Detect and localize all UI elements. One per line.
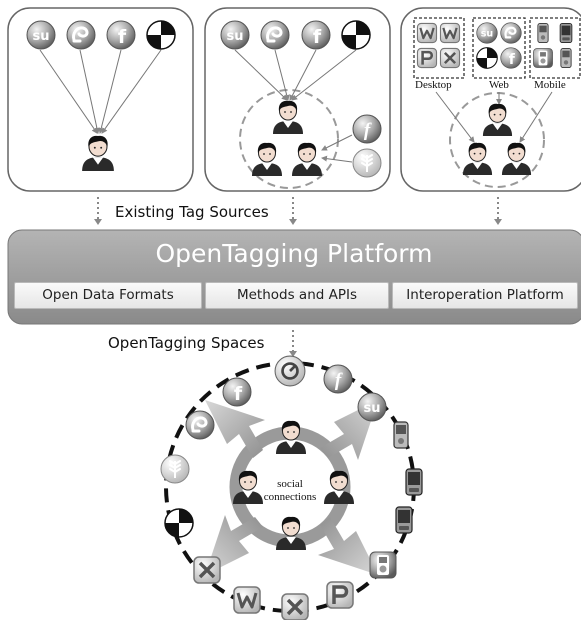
opentagging-spaces-label: OpenTagging Spaces (108, 334, 265, 352)
platform-title: OpenTagging Platform (155, 239, 433, 268)
existing-tag-sources-label: Existing Tag Sources (115, 203, 269, 221)
stumbleupon-icon (476, 22, 498, 44)
platform-cell-data-formats: Open Data Formats (14, 282, 202, 309)
powerpoint-icon (416, 47, 438, 69)
platform-cell-interoperation: Interoperation Platform (392, 282, 578, 309)
word-icon (416, 22, 438, 44)
platform-cell-methods-apis: Methods and APIs (205, 282, 389, 309)
group-circle-2 (239, 89, 339, 189)
wheat-icon (160, 454, 190, 484)
word-icon (439, 22, 461, 44)
word-icon (232, 585, 262, 615)
friendfeed-icon (323, 364, 353, 394)
social-connections-label: social connections (263, 478, 317, 503)
delicious-icon (260, 20, 290, 50)
excel-icon (280, 592, 310, 620)
stumbleupon-icon (357, 392, 387, 422)
wheat-icon (352, 148, 382, 178)
facebook-icon (106, 20, 136, 50)
inward-arrow (205, 400, 265, 458)
facebook-icon (301, 20, 331, 50)
mobile-label: Mobile (534, 79, 566, 91)
mobile-group-box (529, 17, 581, 79)
excel-icon (192, 555, 222, 585)
phone-icon (560, 48, 572, 68)
stumbleupon-icon (26, 20, 56, 50)
web-label: Web (489, 79, 509, 91)
powerpoint-icon (325, 580, 355, 610)
group-circle-3 (449, 92, 545, 188)
pda-icon (559, 23, 573, 43)
source-panel-1 (7, 7, 194, 192)
pda-icon (405, 468, 423, 496)
excel-icon (439, 47, 461, 69)
delicious-icon (185, 410, 215, 440)
tag-service-icon (476, 47, 498, 69)
phone-icon (537, 23, 549, 43)
friendfeed-icon (352, 114, 382, 144)
facebook-icon (222, 377, 252, 407)
desktop-label: Desktop (415, 79, 452, 91)
delicious-icon (66, 20, 96, 50)
stumbleupon-icon (220, 20, 250, 50)
delicious-icon (500, 22, 522, 44)
inward-arrow (318, 517, 378, 575)
tag-service-icon (164, 508, 194, 538)
ipod-icon (369, 551, 397, 579)
tag-service-icon (341, 20, 371, 50)
google-reader-icon (274, 355, 306, 387)
pda-icon (395, 506, 413, 534)
ipod-icon (533, 48, 553, 68)
web-group-box (472, 17, 526, 79)
desktop-group-box (413, 17, 465, 79)
facebook-icon (500, 47, 522, 69)
tag-service-icon (146, 20, 176, 50)
phone-icon (393, 421, 409, 449)
